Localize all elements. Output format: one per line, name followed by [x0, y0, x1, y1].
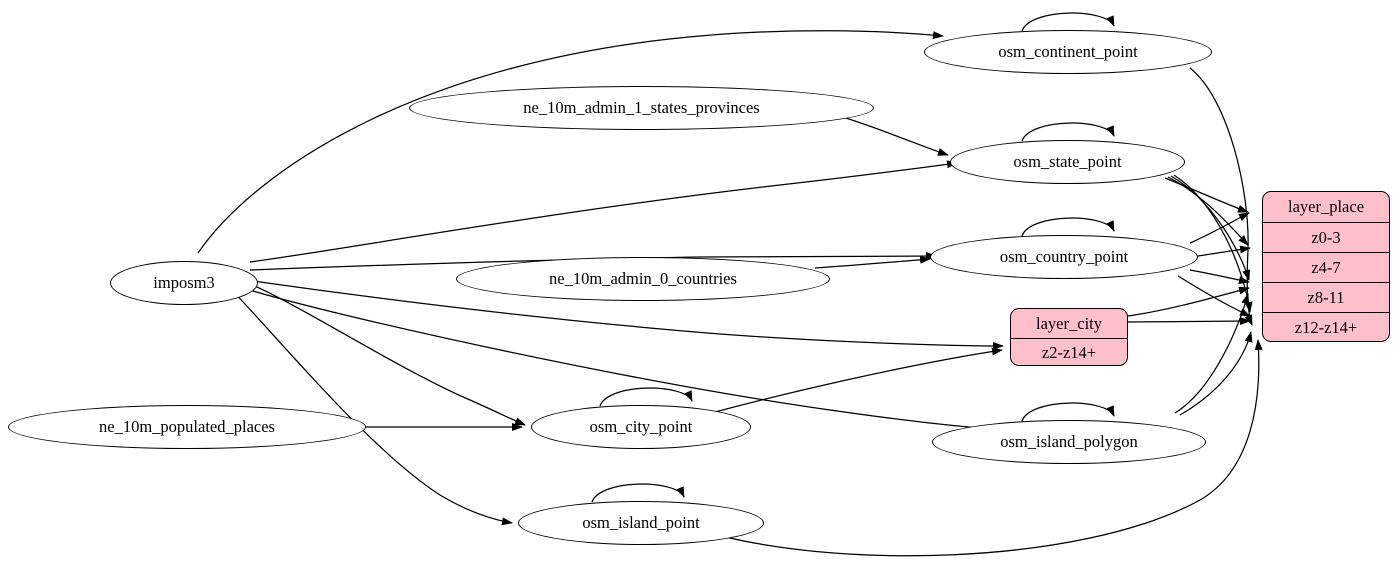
- edge-self-osm_continent_point: [1021, 12, 1115, 32]
- edge-self-osm_state_point: [1021, 122, 1115, 142]
- edge-osm_island_polygon-layer_place-z12: [1179, 331, 1253, 416]
- edge-imposm3-osm_state_point: [249, 160, 958, 263]
- edge-osm_state_point-layer_place-z12: [1173, 174, 1253, 313]
- node-ne-10m-admin-0-countries[interactable]: ne_10m_admin_0_countries: [456, 257, 830, 301]
- node-label: ne_10m_populated_places: [99, 417, 275, 436]
- edge-imposm3-osm_island_point: [229, 287, 513, 526]
- node-label: osm_state_point: [1013, 152, 1122, 171]
- edge-layer_city-layer_place-z12: [1127, 317, 1251, 326]
- edge-osm_state_point-layer_place-z8_11: [1170, 175, 1250, 281]
- record-layer-place-row-z0-3[interactable]: z0-3: [1263, 222, 1389, 252]
- edge-imposm3-osm_island_polygon: [242, 287, 996, 433]
- node-osm-island-point[interactable]: osm_island_point: [518, 501, 764, 545]
- edge-osm_country_point-layer_place-z4_7: [1197, 245, 1251, 257]
- node-ne-10m-admin-1-states-provinces[interactable]: ne_10m_admin_1_states_provinces: [409, 86, 874, 130]
- record-row-label: layer_city: [1036, 313, 1102, 333]
- node-imposm3[interactable]: imposm3: [110, 261, 258, 305]
- record-layer-place-row-z8-11[interactable]: z8-11: [1263, 282, 1389, 312]
- record-layer-city-row-z2-z14[interactable]: z2-z14+: [1011, 338, 1127, 365]
- edge-imposm3-osm_continent_point: [197, 30, 944, 254]
- node-ne-10m-populated-places[interactable]: ne_10m_populated_places: [8, 405, 366, 449]
- record-layer-place-header: layer_place: [1263, 192, 1389, 222]
- edge-imposm3-layer_city: [252, 280, 1004, 350]
- edge-osm_country_point-layer_place-z8_11: [1189, 269, 1250, 284]
- edge-ne_countries-osm_country_point: [814, 255, 931, 269]
- record-layer-place-row-z4-7[interactable]: z4-7: [1263, 252, 1389, 282]
- edge-ne_states_provinces-osm_state_point: [835, 114, 949, 156]
- record-layer-city[interactable]: layer_city z2-z14+: [1010, 308, 1128, 366]
- record-row-label: z4-7: [1311, 257, 1341, 277]
- record-row-label: z2-z14+: [1041, 343, 1097, 362]
- edge-osm_island_polygon-layer_place-z8_11: [1174, 293, 1250, 414]
- record-layer-place-row-z12-z14[interactable]: z12-z14+: [1263, 312, 1389, 341]
- record-row-label: layer_place: [1287, 197, 1365, 216]
- node-osm-continent-point[interactable]: osm_continent_point: [924, 30, 1212, 74]
- node-osm-state-point[interactable]: osm_state_point: [950, 140, 1185, 184]
- edge-osm_state_point-layer_place-z4_7: [1167, 176, 1249, 246]
- record-layer-place[interactable]: layer_place z0-3 z4-7 z8-11 z12-z14+: [1262, 191, 1390, 342]
- edge-osm_city_point-layer_city: [714, 347, 1003, 413]
- record-row-label: z0-3: [1311, 227, 1341, 247]
- record-row-label: z8-11: [1307, 287, 1345, 307]
- edge-osm_island_point-layer_place-z12: [699, 339, 1263, 557]
- node-osm-island-polygon[interactable]: osm_island_polygon: [932, 420, 1206, 464]
- node-label: ne_10m_admin_0_countries: [549, 269, 737, 288]
- edge-osm_country_point-layer_place-z12: [1177, 275, 1251, 317]
- edge-layer_city-layer_place-z8_11: [1127, 286, 1250, 317]
- edge-osm_country_point-layer_place-z0_3: [1189, 212, 1250, 244]
- node-osm-city-point[interactable]: osm_city_point: [531, 405, 751, 449]
- node-label: osm_island_point: [582, 513, 700, 532]
- edge-osm_state_point-layer_place-z0_3: [1164, 177, 1249, 213]
- edge-imposm3-osm_city_point: [249, 283, 526, 426]
- node-label: imposm3: [153, 273, 215, 292]
- record-row-label: z12-z14+: [1294, 318, 1358, 337]
- node-label: osm_city_point: [589, 417, 693, 436]
- edge-self-osm_island_polygon: [1021, 402, 1115, 422]
- record-layer-city-header: layer_city: [1011, 309, 1127, 338]
- node-label: osm_continent_point: [998, 42, 1138, 61]
- edge-self-osm_island_point: [591, 483, 685, 503]
- node-osm-country-point[interactable]: osm_country_point: [930, 235, 1198, 279]
- node-label: osm_country_point: [999, 247, 1129, 266]
- node-label: osm_island_polygon: [1000, 432, 1138, 451]
- edge-self-osm_city_point: [599, 387, 693, 407]
- node-label: ne_10m_admin_1_states_provinces: [523, 98, 760, 117]
- edge-self-osm_country_point: [1021, 217, 1115, 237]
